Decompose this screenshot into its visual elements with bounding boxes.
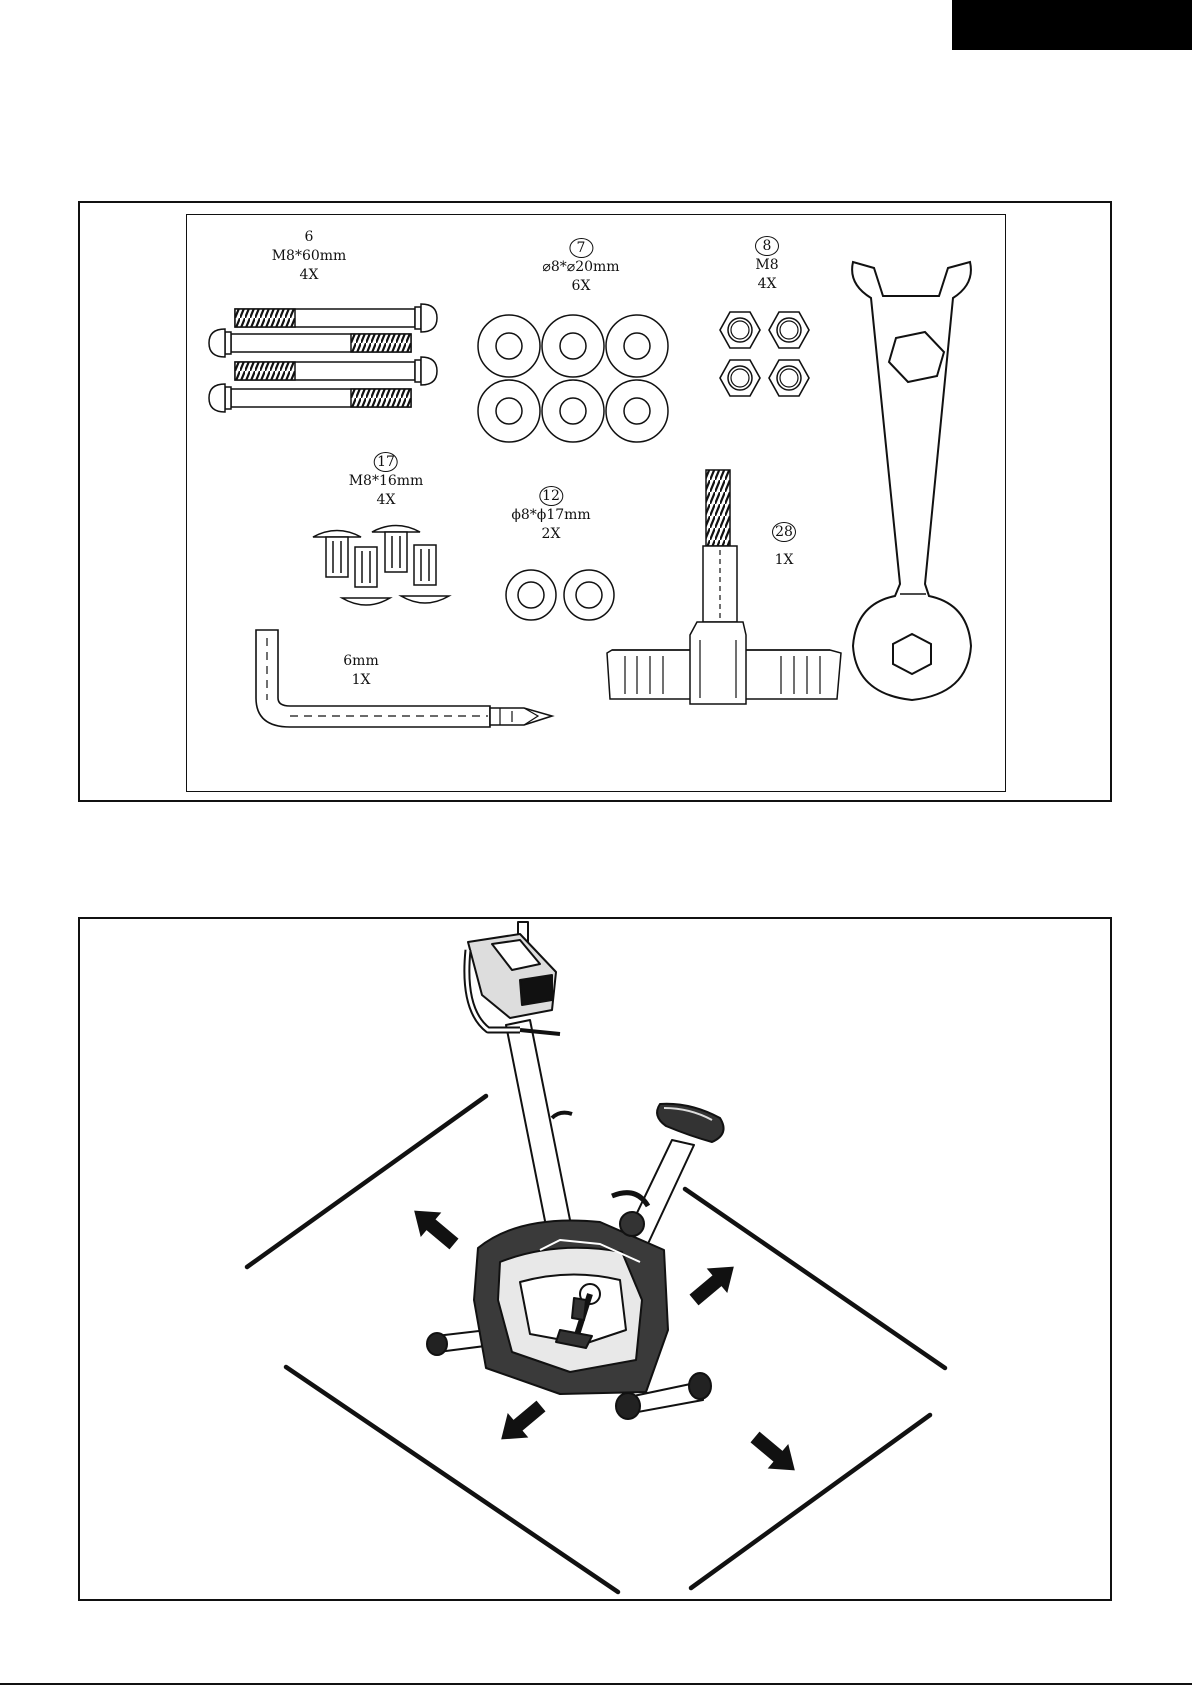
exercise-bike-icon [427, 922, 724, 1419]
